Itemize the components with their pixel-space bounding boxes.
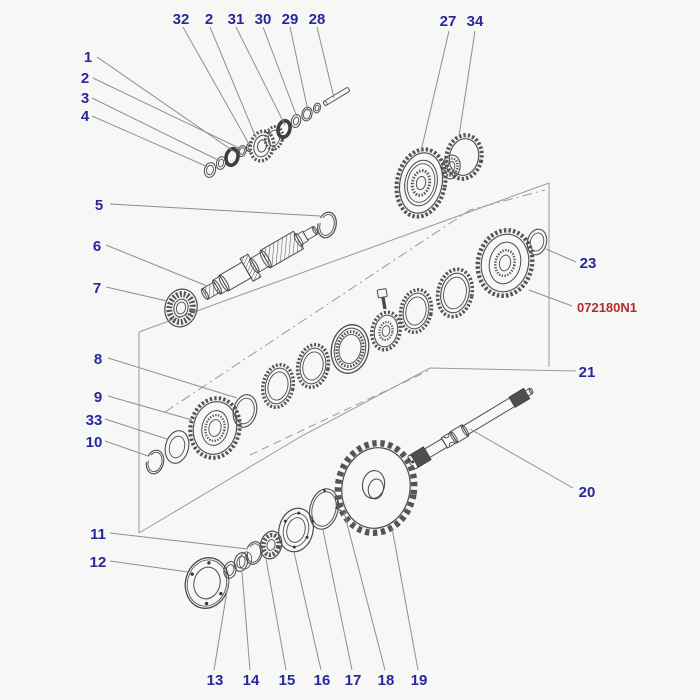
bearing-15 [259, 530, 283, 560]
callout-28: 28 [309, 11, 326, 28]
callout-8: 8 [94, 351, 102, 368]
synchro-kit-row [145, 228, 548, 475]
snap-ring-5 [317, 211, 337, 239]
blocker-ring-b [295, 343, 331, 389]
callout-27: 27 [440, 13, 457, 30]
callout-13: 13 [207, 672, 224, 689]
ring-8 [232, 394, 258, 428]
gear-34 [441, 133, 484, 181]
callout-9: 9 [94, 389, 102, 406]
snap-ring-2 [237, 145, 247, 157]
callout-12: 12 [90, 554, 107, 571]
callout-15: 15 [279, 672, 296, 689]
bearing-7 [164, 288, 198, 328]
retainer-plate-12 [184, 557, 230, 609]
gear-19 [334, 439, 418, 537]
callout-11: 11 [90, 526, 106, 543]
gasket-ring-17 [308, 488, 340, 530]
callout-6: 6 [93, 238, 101, 255]
synchro-hub [370, 310, 402, 352]
callout-32: 32 [173, 11, 190, 28]
blocker-ring-c [398, 288, 434, 334]
callout-31: 31 [228, 11, 245, 28]
bearing-ring-1 [224, 146, 240, 168]
part-number-label: 072180N1 [577, 300, 637, 315]
callout-30: 30 [255, 11, 272, 28]
callout-3: 3 [81, 90, 89, 107]
blocker-ring-a [260, 363, 296, 409]
washer-3 [215, 156, 227, 170]
callout-7: 7 [93, 280, 101, 297]
snap-ring-11 [245, 541, 263, 565]
callout-1: 1 [84, 49, 92, 66]
callout-2b: 2 [205, 11, 213, 28]
kit-boundary-lines [138, 182, 577, 534]
callout-14: 14 [243, 672, 260, 689]
ring-23 [526, 228, 548, 256]
gear-27 [394, 147, 448, 219]
flange-16 [278, 507, 314, 553]
bearing-ring-31 [276, 118, 292, 140]
synchro-sleeve [330, 324, 370, 374]
washer-13 [223, 561, 237, 579]
shaft-pin-28 [322, 87, 350, 106]
callout-19: 19 [411, 672, 428, 689]
callout-16: 16 [314, 672, 331, 689]
countershaft-20 [407, 387, 534, 470]
output-row-group [184, 387, 534, 609]
callout-10: 10 [86, 434, 103, 451]
callout-29: 29 [282, 11, 299, 28]
callout-20: 20 [579, 484, 596, 501]
callout-21: 21 [579, 364, 596, 381]
detent-pin [376, 288, 388, 310]
callout-2: 2 [81, 70, 89, 87]
thrust-washer-33 [164, 430, 190, 464]
input-shaft-6 [200, 225, 319, 300]
callout-33: 33 [86, 412, 103, 429]
leader-lines [91, 26, 577, 671]
callout-17: 17 [345, 672, 362, 689]
callout-5: 5 [95, 197, 103, 214]
snap-ring-10 [145, 449, 165, 475]
ring-29 [301, 106, 313, 122]
callout-23: 23 [580, 255, 597, 272]
washer-4 [203, 162, 217, 178]
callout-34: 34 [467, 13, 484, 30]
washer-28-small [312, 102, 322, 114]
blocker-ring-d [435, 267, 475, 319]
washer-30 [290, 114, 302, 128]
callout-4: 4 [81, 108, 90, 125]
gear-9 [188, 396, 242, 460]
callout-18: 18 [378, 672, 395, 689]
gear-072180N1 [475, 228, 535, 298]
callout-labels: 1 2 3 4 32 2 31 30 29 28 27 34 5 6 7 8 9… [81, 11, 637, 689]
